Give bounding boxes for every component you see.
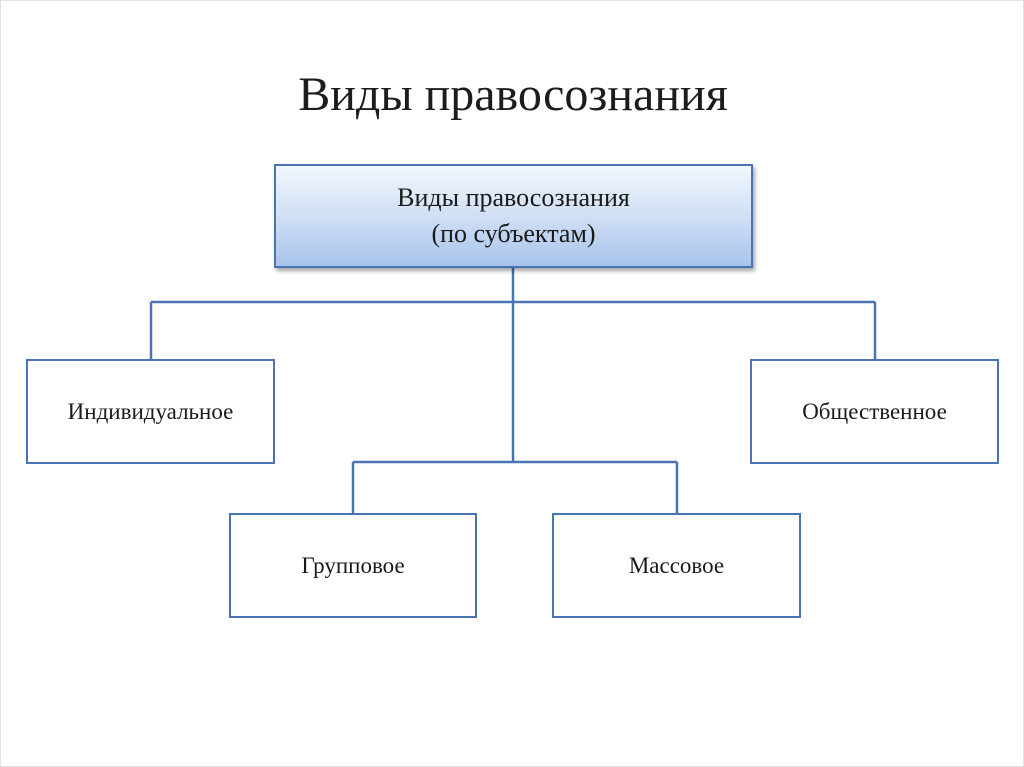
node-individual-label: Индивидуальное — [67, 398, 234, 424]
node-mass-label: Массовое — [628, 552, 725, 578]
slide-title: Виды правосознания — [298, 68, 728, 121]
node-group: Групповое — [229, 513, 477, 618]
node-individual: Индивидуальное — [26, 359, 275, 464]
node-group-label: Групповое — [301, 552, 405, 578]
root-node-line1: Виды правосознания — [397, 183, 630, 212]
node-social: Общественное — [750, 359, 999, 464]
node-mass: Массовое — [552, 513, 801, 618]
root-node: Виды правосознания (по субъектам) — [274, 164, 753, 268]
node-social-label: Общественное — [802, 398, 947, 424]
root-node-line2: (по субъектам) — [431, 219, 596, 248]
